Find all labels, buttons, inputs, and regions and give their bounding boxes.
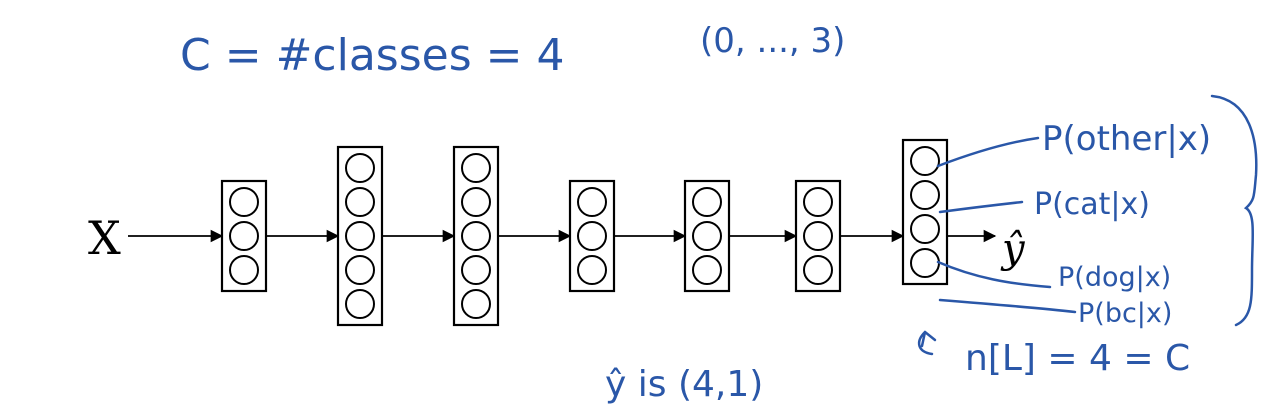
neuron-l7-2 xyxy=(910,180,940,210)
p-other-label: P(other|x) xyxy=(1042,119,1211,159)
neuron-l3-2 xyxy=(461,187,491,217)
neuron-l3-1 xyxy=(461,153,491,183)
neuron-l3-5 xyxy=(461,289,491,319)
neuron-l2-3 xyxy=(345,221,375,251)
p-cat-label: P(cat|x) xyxy=(1034,187,1150,222)
neuron-l7-1 xyxy=(910,146,940,176)
neuron-l5-1 xyxy=(692,187,722,217)
neuron-l4-2 xyxy=(577,221,607,251)
neuron-l6-1 xyxy=(803,187,833,217)
connector-bc xyxy=(938,298,1077,314)
neuron-l1-1 xyxy=(229,187,259,217)
neuron-l4-3 xyxy=(577,255,607,285)
connector-other xyxy=(936,136,1040,168)
index-range: (0, ..., 3) xyxy=(700,21,845,61)
y-hat-shape-note: ŷ is (4,1) xyxy=(605,364,763,405)
neuron-l7-3 xyxy=(910,214,940,244)
n-layer-units-note: n[L] = 4 = C xyxy=(965,338,1190,379)
neuron-l4-1 xyxy=(577,187,607,217)
neuron-l2-1 xyxy=(345,153,375,183)
neuron-l3-4 xyxy=(461,255,491,285)
neuron-l1-2 xyxy=(229,221,259,251)
connector-cat xyxy=(938,200,1024,214)
output-y-hat-label: ŷ xyxy=(1000,226,1026,272)
neuron-l2-2 xyxy=(345,187,375,217)
neuron-l7-4 xyxy=(910,248,940,278)
p-bc-label: P(bc|x) xyxy=(1078,298,1172,329)
input-x-label: X xyxy=(88,211,121,265)
neuron-l6-3 xyxy=(803,255,833,285)
neuron-l3-3 xyxy=(461,221,491,251)
neuron-l5-3 xyxy=(692,255,722,285)
pointer-hook xyxy=(917,330,937,356)
p-dog-label: P(dog|x) xyxy=(1058,262,1171,293)
output-connectors xyxy=(917,94,1258,356)
connector-dog xyxy=(936,260,1052,289)
neuron-l6-2 xyxy=(803,221,833,251)
hidden-layers xyxy=(128,138,997,327)
neuron-l1-3 xyxy=(229,255,259,285)
neuron-l2-4 xyxy=(345,255,375,285)
neuron-l2-5 xyxy=(345,289,375,319)
c-equation: C = #classes = 4 xyxy=(180,30,564,81)
output-brace xyxy=(1210,94,1258,327)
neuron-l5-2 xyxy=(692,221,722,251)
